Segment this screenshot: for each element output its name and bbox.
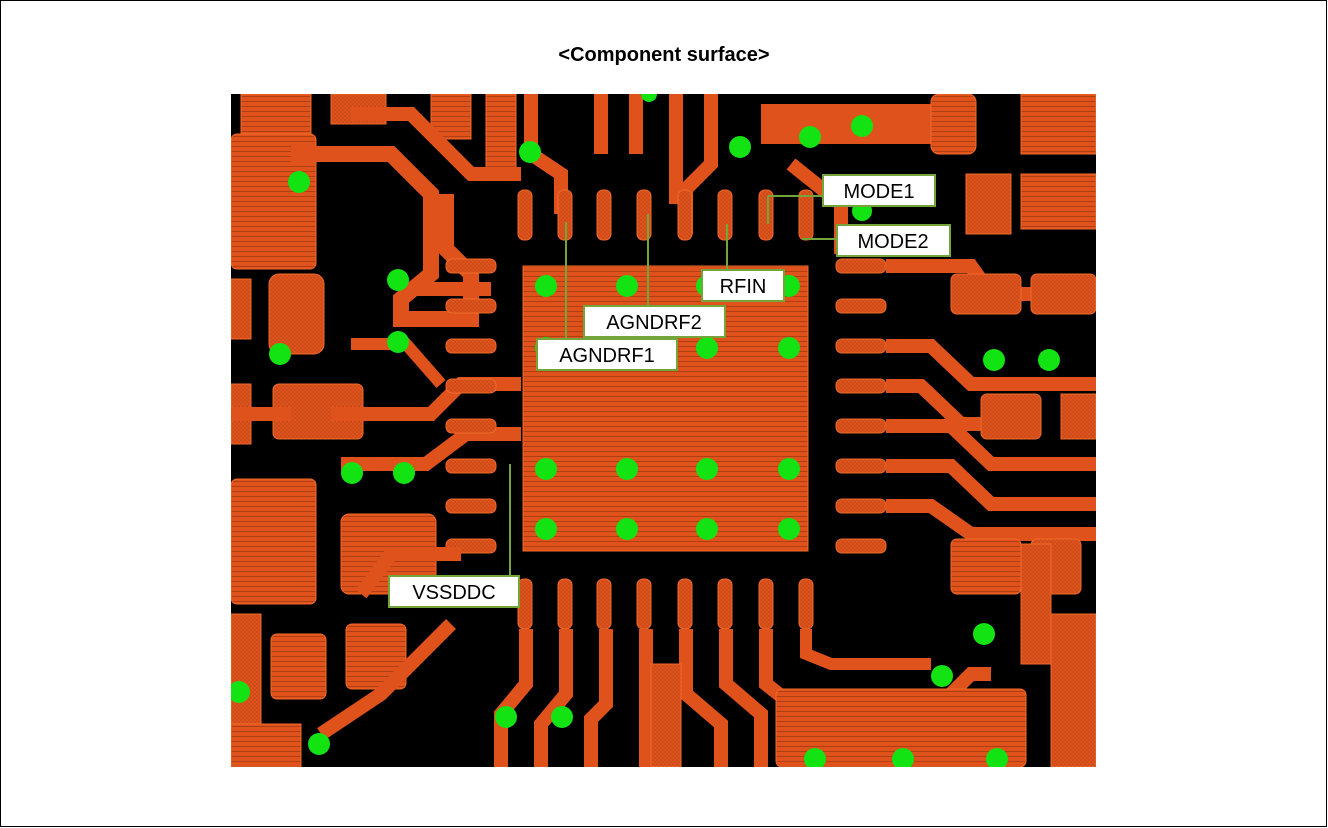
via <box>387 269 409 291</box>
via <box>495 706 517 728</box>
callout-agndrf1: AGNDRF1 <box>559 345 655 367</box>
via <box>535 458 557 480</box>
via <box>851 115 873 137</box>
via <box>1038 349 1060 371</box>
via <box>288 171 310 193</box>
callout-leaders <box>509 195 837 576</box>
via <box>341 462 363 484</box>
callout-labels: MODE1 MODE2 RFIN AGNDRF2 AGNDRF1 VSSDDC <box>388 174 951 608</box>
via <box>729 136 751 158</box>
via <box>269 343 291 365</box>
via <box>387 331 409 353</box>
callout-vssddc: VSSDDC <box>412 582 495 604</box>
via <box>696 458 718 480</box>
callout-agndrf2: AGNDRF2 <box>606 312 702 334</box>
via <box>393 462 415 484</box>
via <box>616 275 638 297</box>
pcb-layout-image: MODE1 MODE2 RFIN AGNDRF2 AGNDRF1 VSSDDC <box>231 94 1096 767</box>
figure-title: <Component surface> <box>558 44 770 66</box>
via <box>696 337 718 359</box>
via <box>804 748 826 767</box>
callout-mode2: MODE2 <box>857 231 928 253</box>
via <box>778 518 800 540</box>
callout-box-agndrf2 <box>583 305 726 338</box>
callout-box-agndrf1 <box>536 338 678 371</box>
via <box>986 748 1008 767</box>
via <box>983 349 1005 371</box>
callout-box-rfin <box>701 269 785 302</box>
callout-box-mode1 <box>822 174 936 207</box>
via <box>778 458 800 480</box>
callout-rfin: RFIN <box>720 276 767 298</box>
via <box>616 458 638 480</box>
via <box>616 518 638 540</box>
via <box>892 748 914 767</box>
via <box>696 518 718 540</box>
via <box>641 94 657 102</box>
via <box>799 126 821 148</box>
callout-box-vssddc <box>388 575 520 608</box>
via <box>535 518 557 540</box>
via <box>931 665 953 687</box>
via <box>973 623 995 645</box>
callout-box-mode2 <box>836 224 951 257</box>
via <box>535 275 557 297</box>
via <box>519 141 541 163</box>
callout-mode1: MODE1 <box>843 181 914 203</box>
via <box>231 681 250 703</box>
via <box>308 733 330 755</box>
via <box>551 706 573 728</box>
via <box>778 337 800 359</box>
